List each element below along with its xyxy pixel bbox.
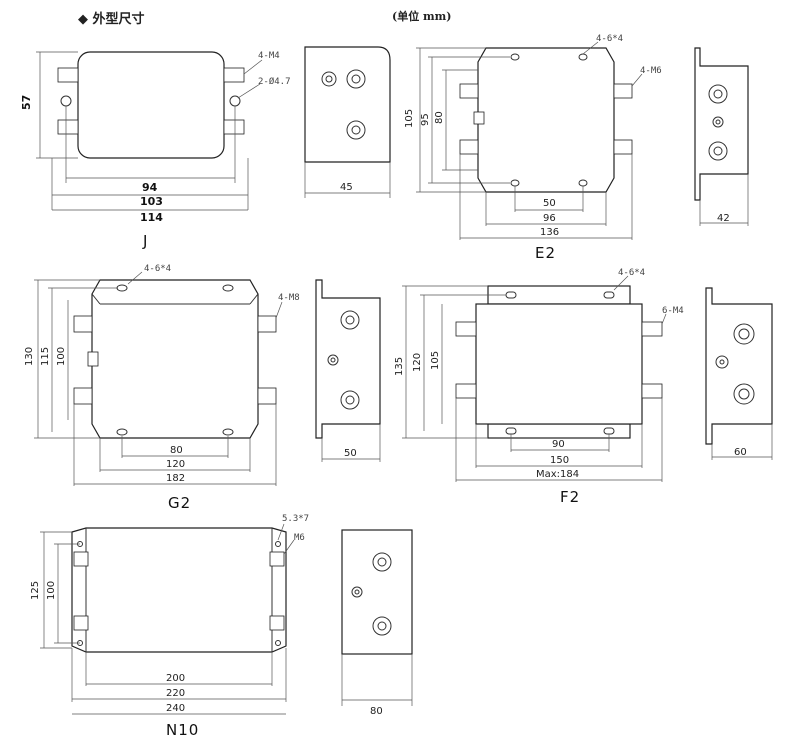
e2-w1: 50 — [543, 198, 556, 209]
slot-hole-icon — [222, 428, 234, 436]
mount-hole-icon — [275, 640, 281, 646]
diamond-icon: ◆ — [78, 12, 88, 27]
terminal-icon — [73, 551, 89, 567]
f2-hole-note: 4-6*4 — [618, 268, 645, 278]
model-n10-body — [71, 527, 287, 653]
n10-h2: 100 — [46, 581, 57, 600]
f2-w3: Max:184 — [536, 469, 579, 480]
model-e2-side-view: 42 — [694, 47, 749, 226]
e2-h1: 105 — [404, 109, 415, 128]
n10-terminal-note: M6 — [294, 533, 305, 543]
e2-hole-note: 4-6*4 — [596, 34, 623, 44]
f2-side-depth: 60 — [734, 447, 747, 458]
terminal-icon — [473, 111, 485, 125]
terminal-icon — [257, 387, 277, 405]
f2-w1: 90 — [552, 439, 565, 450]
unit-note: (单位 mm) — [392, 10, 452, 23]
model-f2-label: F2 — [560, 488, 580, 506]
n10-w1: 200 — [166, 673, 185, 684]
n10-w2: 220 — [166, 688, 185, 699]
terminal-icon — [73, 615, 89, 631]
model-n10-front-view: 125 100 200 220 240 5.3*7 M6 N10 — [30, 514, 309, 739]
f2-h2: 120 — [412, 353, 423, 372]
j-terminal-note: 4-M4 — [258, 51, 280, 61]
f2-terminal-note: 6-M4 — [662, 306, 684, 316]
e2-side-depth: 42 — [717, 213, 730, 224]
f2-w2: 150 — [550, 455, 569, 466]
j-side-depth: 45 — [340, 182, 353, 193]
g2-side-depth: 50 — [344, 448, 357, 459]
model-f2-side-view: 60 — [705, 287, 773, 460]
terminal-icon — [223, 119, 245, 135]
terminal-icon — [641, 321, 663, 337]
model-g2-front-view: 130 115 100 80 120 182 4-6*4 4-M8 G2 — [24, 264, 300, 512]
model-f2-flange-top — [487, 285, 631, 305]
terminal-icon — [257, 315, 277, 333]
terminal-icon — [613, 83, 633, 99]
slot-hole-icon — [116, 428, 128, 436]
f2-h3: 105 — [430, 351, 441, 370]
j-hole-note: 2-Ø4.7 — [258, 76, 291, 87]
j-height: 57 — [20, 95, 33, 110]
model-e2-body — [477, 47, 615, 193]
terminal-icon — [73, 315, 93, 333]
terminal-icon — [269, 615, 285, 631]
e2-w2: 96 — [543, 213, 556, 224]
terminal-icon — [269, 551, 285, 567]
model-n10-label: N10 — [166, 721, 199, 739]
terminal-icon — [459, 83, 479, 99]
e2-w3: 136 — [540, 227, 559, 238]
n10-w3: 240 — [166, 703, 185, 714]
model-e2-label: E2 — [535, 244, 556, 262]
g2-w2: 120 — [166, 459, 185, 470]
terminal-icon — [87, 351, 99, 367]
model-j-label: J — [142, 232, 148, 250]
e2-h2: 95 — [420, 113, 431, 126]
n10-hole-note: 5.3*7 — [282, 514, 309, 524]
n10-side-depth: 80 — [370, 706, 383, 717]
model-f2-front-view: 135 120 105 90 150 Max:184 4-6*4 6-M4 F2 — [394, 268, 684, 506]
g2-w3: 182 — [166, 473, 185, 484]
j-overall-length: 114 — [140, 211, 163, 224]
n10-h1: 125 — [30, 581, 41, 600]
terminal-icon — [57, 119, 79, 135]
model-j-body — [77, 51, 225, 159]
mount-hole-icon — [275, 541, 281, 547]
j-mount-spacing: 94 — [142, 181, 158, 194]
g2-w1: 80 — [170, 445, 183, 456]
model-f2-body — [475, 303, 643, 425]
terminal-icon — [455, 383, 477, 399]
terminal-icon — [613, 139, 633, 155]
terminal-icon — [455, 321, 477, 337]
g2-h2: 115 — [40, 347, 51, 366]
section-title-text: 外型尺寸 — [92, 12, 145, 27]
model-n10-side-view: 80 — [341, 529, 413, 717]
g2-h3: 100 — [56, 347, 67, 366]
g2-h1: 130 — [24, 347, 35, 366]
e2-h3: 80 — [434, 111, 445, 124]
f2-h1: 135 — [394, 357, 405, 376]
model-j-front-view: 57 94 103 114 4-M4 2-Ø4.7 J — [20, 51, 291, 250]
terminal-icon — [73, 387, 93, 405]
e2-terminal-note: 4-M6 — [640, 66, 662, 76]
slot-hole-icon — [222, 284, 234, 292]
slot-hole-icon — [603, 291, 615, 299]
mount-hole-icon — [60, 95, 72, 107]
j-body-length: 103 — [140, 195, 163, 208]
model-j-side-view: 45 — [304, 46, 391, 198]
g2-terminal-note: 4-M8 — [278, 293, 300, 303]
model-e2-front-view: 105 95 80 50 96 136 4-6*4 4-M6 E2 — [404, 34, 662, 262]
terminal-icon — [459, 139, 479, 155]
terminal-icon — [641, 383, 663, 399]
model-g2-label: G2 — [168, 494, 191, 512]
g2-hole-note: 4-6*4 — [144, 264, 171, 274]
slot-hole-icon — [510, 53, 520, 61]
terminal-icon — [57, 67, 79, 83]
section-title: ◆ 外型尺寸 — [78, 8, 145, 27]
model-g2-side-view: 50 — [315, 279, 381, 462]
terminal-icon — [223, 67, 245, 83]
